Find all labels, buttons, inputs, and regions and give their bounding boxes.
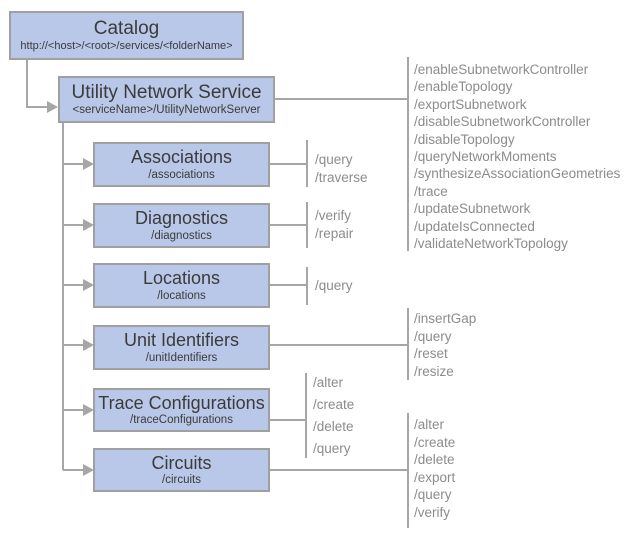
locations-title: Locations [142,268,221,289]
operation-label: /delete [414,452,455,468]
arrowhead-icon [83,339,94,351]
operation-label: /exportSubnetwork [414,96,527,112]
operation-label: /repair [315,225,354,241]
operation-label: /export [414,469,456,485]
diagnostics-title: Diagnostics [134,208,229,229]
operation-label: /queryNetworkMoments [414,149,557,165]
catalog-to-service-connector [26,60,58,113]
service-url: <serviceName>/UtilityNetworkServer [72,104,261,117]
unit-identifiers-operations-connector [270,308,409,380]
operation-label: /verify [315,208,352,223]
elbow-line [26,60,48,108]
operation-label: /create [414,434,456,450]
operation-label: /delete [313,419,354,434]
operation-label: /trace [414,183,448,199]
trace-configurations-operations-connector [270,373,307,458]
diagnostics-node: Diagnostics /diagnostics [93,203,270,248]
trace-configurations-node: Trace Configurations /traceConfiguration… [93,388,270,432]
operation-label: /updateSubnetwork [414,201,531,217]
operation-label: /enableTopology [414,79,513,95]
operation-label: /alter [313,375,344,390]
arrowhead-icon [83,219,94,231]
catalog-url: http://<host>/<root>/services/<folderNam… [20,40,233,53]
diagnostics-operations-list: /verify/repair [315,207,353,242]
circuits-url: /circuits [162,474,201,487]
locations-operations-connector [270,267,308,305]
operation-label: /traverse [315,169,368,185]
operation-label: /verify [414,504,451,520]
operation-label: /alter [414,417,445,432]
operation-label: /synthesizeAssociationGeometries [414,166,621,182]
operation-label: /query [315,278,353,293]
operation-label: /reset [414,346,448,361]
arrowhead-icon [83,404,94,416]
circuits-node: Circuits /circuits [93,448,270,492]
catalog-title: Catalog [93,17,160,39]
operation-label: /validateNetworkTopology [414,236,568,252]
associations-operations-list: /query/traverse [315,151,368,186]
service-trunk-connector [62,123,94,476]
locations-operations-list: /query [315,277,353,295]
operation-label: /query [414,487,452,503]
service-title: Utility Network Service [71,81,262,103]
unit-identifiers-url: /unitIdentifiers [145,351,218,364]
arrowhead-icon [83,464,94,476]
circuits-title: Circuits [151,452,212,473]
operation-label: /enableSubnetworkController [414,62,589,77]
associations-url: /associations [148,168,215,181]
catalog-node: Catalog http://<host>/<root>/services/<f… [9,11,244,60]
unit-identifiers-title: Unit Identifiers [123,330,240,351]
arrowhead-icon [47,101,58,113]
service-operations-list: /enableSubnetworkController/enableTopolo… [414,61,620,252]
associations-operations-connector [270,140,308,187]
diagnostics-url: /diagnostics [151,229,212,242]
utility-network-service-node: Utility Network Service <serviceName>/Ut… [58,76,275,123]
operation-label: /disableSubnetworkController [414,114,591,130]
operation-label: /query [414,328,452,344]
circuits-operations-connector [270,413,409,528]
unit-identifiers-operations-list: /insertGap/query/reset/resize [414,310,476,380]
locations-node: Locations /locations [93,263,270,308]
trace-configurations-operations-list: /alter/create/delete/query [313,372,354,460]
circuits-operations-list: /alter/create/delete/export/query/verify [414,416,455,522]
associations-node: Associations /associations [93,142,270,187]
unit-identifiers-node: Unit Identifiers /unitIdentifiers [93,325,270,370]
trace-configurations-title: Trace Configurations [98,392,265,413]
arrowhead-icon [83,279,94,291]
locations-url: /locations [157,289,206,302]
operation-label: /disableTopology [414,131,515,147]
operation-label: /insertGap [414,311,477,326]
diagnostics-operations-connector [270,202,308,248]
operation-label: /updateIsConnected [414,218,535,234]
trace-configurations-url: /traceConfigurations [130,414,233,427]
service-operations-connector [275,57,409,251]
operation-label: /query [315,152,353,167]
associations-title: Associations [130,147,233,168]
operation-label: /resize [414,363,454,379]
arrowhead-icon [83,158,94,170]
operation-label: /query [313,441,351,456]
operation-label: /create [313,397,355,412]
